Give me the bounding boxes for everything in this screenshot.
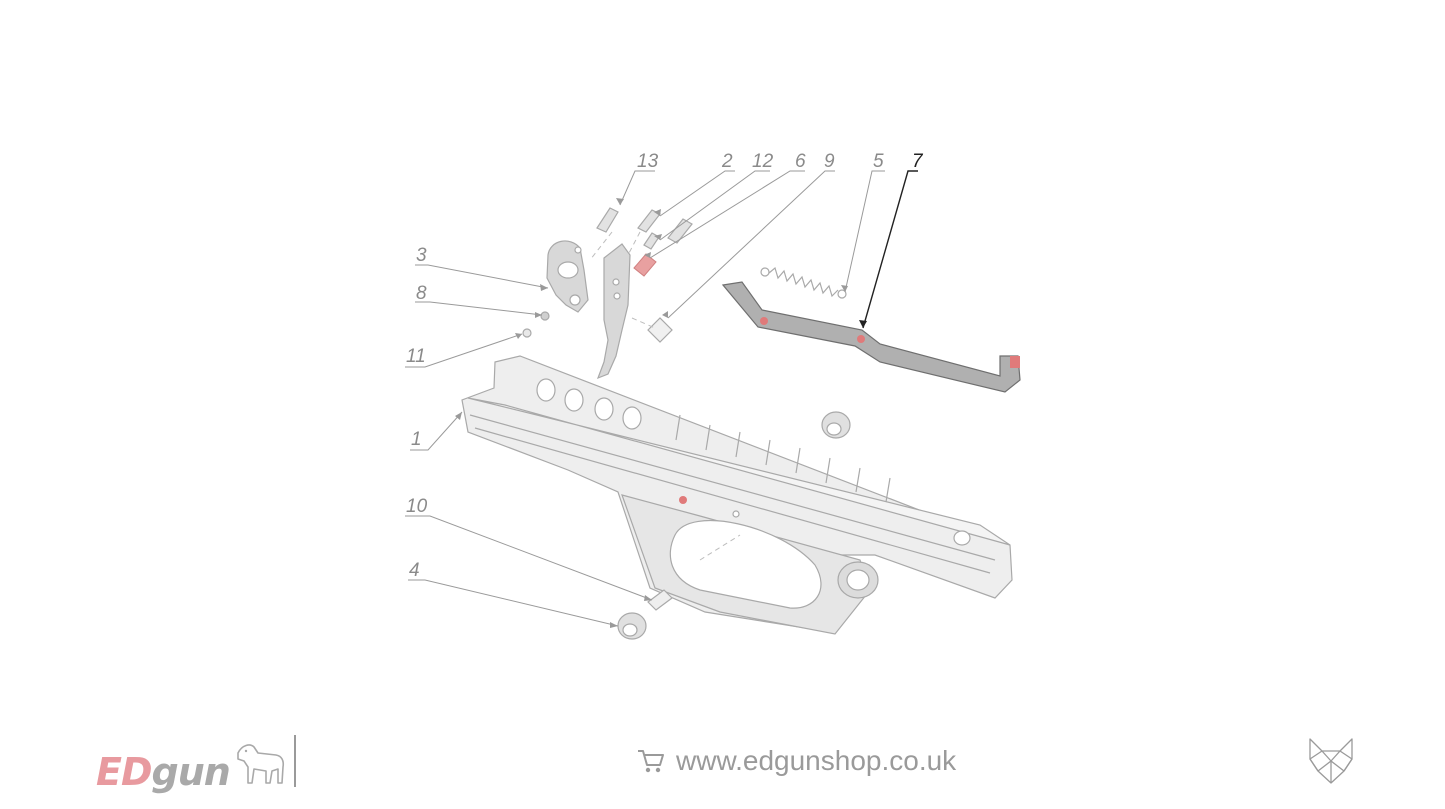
part-7-trigger-bar	[721, 281, 1021, 393]
part-13-pin	[596, 207, 619, 233]
wolf-logo-icon[interactable]	[1306, 737, 1356, 785]
callout-8: 8	[416, 283, 427, 304]
callout-3: 3	[416, 245, 427, 266]
cart-icon	[638, 750, 664, 773]
brand-gun-text: gun	[151, 750, 231, 794]
leader-lines	[405, 170, 918, 628]
part-5-spring	[760, 266, 847, 299]
callout-5: 5	[873, 151, 884, 172]
callout-9: 9	[824, 151, 835, 172]
callout-6: 6	[795, 151, 806, 172]
part-10-pin	[647, 589, 673, 611]
part-screw-top	[821, 411, 851, 439]
callout-2: 2	[721, 151, 733, 172]
edgun-brand-logo[interactable]: ED gun	[96, 735, 288, 791]
part-11-ball	[522, 328, 532, 338]
part-9-pin	[667, 218, 693, 244]
footer-bar: ED gun www.edgunshop.co.uk	[0, 715, 1445, 809]
shop-link[interactable]: www.edgunshop.co.uk	[636, 745, 956, 777]
part-6-spring-red	[633, 253, 657, 277]
callout-7: 7	[912, 151, 924, 172]
part-1-housing	[461, 355, 1013, 635]
part-4-screw	[617, 612, 647, 640]
part-8-detent	[540, 311, 550, 321]
part-3-sear	[546, 240, 589, 313]
footer-divider	[294, 735, 296, 787]
exploded-parts-diagram: 13 2 12 6 9 5 7 3 8 11 1 10 4	[405, 151, 1021, 640]
dog-logo-icon	[237, 744, 284, 784]
part-trigger-blade	[596, 243, 631, 380]
callout-12: 12	[752, 151, 774, 172]
brand-ed-text: ED	[96, 750, 153, 794]
callout-labels: 13 2 12 6 9 5 7 3 8 11 1 10 4	[406, 151, 924, 581]
callout-1: 1	[411, 429, 422, 450]
callout-11: 11	[406, 346, 426, 367]
callout-4: 4	[409, 560, 420, 581]
callout-10: 10	[406, 496, 428, 517]
shop-url-text: www.edgunshop.co.uk	[676, 745, 957, 776]
part-pin-roller	[647, 317, 673, 343]
callout-13: 13	[637, 151, 659, 172]
